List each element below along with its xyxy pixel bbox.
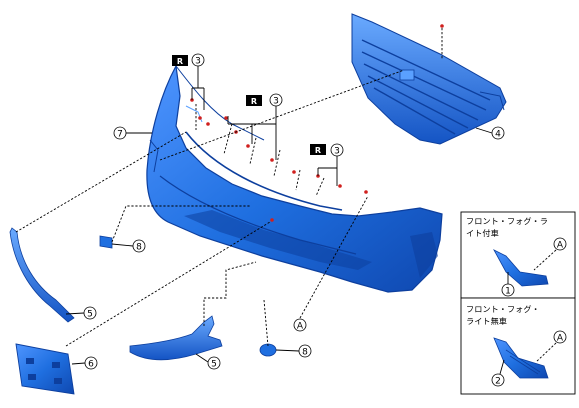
callout-8a-label: 8 (136, 243, 142, 253)
front-bumper (146, 64, 443, 293)
callout-2-label: 2 (495, 377, 501, 387)
bumper-cap-left (99, 235, 113, 249)
bumper-moulding-lower (129, 315, 223, 361)
callout-3c: 3 (334, 147, 340, 157)
callout-7: 7 (113, 126, 152, 140)
callout-5a-label: 5 (87, 310, 93, 320)
callout-6-label: 6 (88, 360, 94, 370)
callout-1-label: 1 (505, 287, 511, 297)
inset-with-fog-lamp: フロント・フォグ・ラ イト付車 1 A (460, 211, 576, 299)
callout-3a: 3 (195, 57, 201, 67)
replace-badge-a: R (177, 57, 183, 66)
callout-3b: 3 (273, 97, 279, 107)
callout-3-group-c: R 3 (310, 143, 344, 186)
callout-3-group-a: R 3 (172, 53, 205, 110)
inset1-title-line2: イト付車 (466, 228, 499, 238)
bumper-moulding-left (9, 227, 75, 323)
callout-a-main-label: A (297, 322, 304, 332)
assembly-lines (15, 28, 443, 347)
callout-5-left: 5 (65, 306, 97, 320)
replace-badge-b: R (251, 97, 257, 106)
callout-a-inset2-label: A (557, 334, 564, 344)
callout-3-group-b: R 3 (227, 93, 283, 160)
callout-8-lower: 8 (275, 344, 312, 358)
callout-8-left: 8 (111, 239, 146, 253)
replace-badge-c: R (315, 146, 321, 155)
callout-8b-label: 8 (302, 348, 308, 358)
license-plate-bracket (15, 343, 75, 395)
inset2-title-line2: ライト無車 (466, 316, 507, 326)
inset-without-fog-lamp: フロント・フォグ・ ライト無車 2 A (460, 297, 576, 395)
callout-7-label: 7 (117, 130, 123, 140)
callout-4: 4 (475, 126, 505, 140)
fog-lamp-bezel (493, 249, 549, 287)
callout-5-lower: 5 (195, 353, 221, 370)
callout-5b-label: 5 (211, 360, 217, 370)
radiator-grille (351, 13, 507, 145)
inset2-title-line1: フロント・フォグ・ (466, 304, 540, 314)
callout-a-main: A (293, 318, 307, 332)
fastener-clips (190, 24, 444, 222)
inset1-title-line1: フロント・フォグ・ラ (466, 216, 548, 226)
callout-4-label: 4 (495, 130, 501, 140)
callout-6: 6 (71, 356, 98, 370)
callout-a-inset1-label: A (557, 241, 564, 251)
